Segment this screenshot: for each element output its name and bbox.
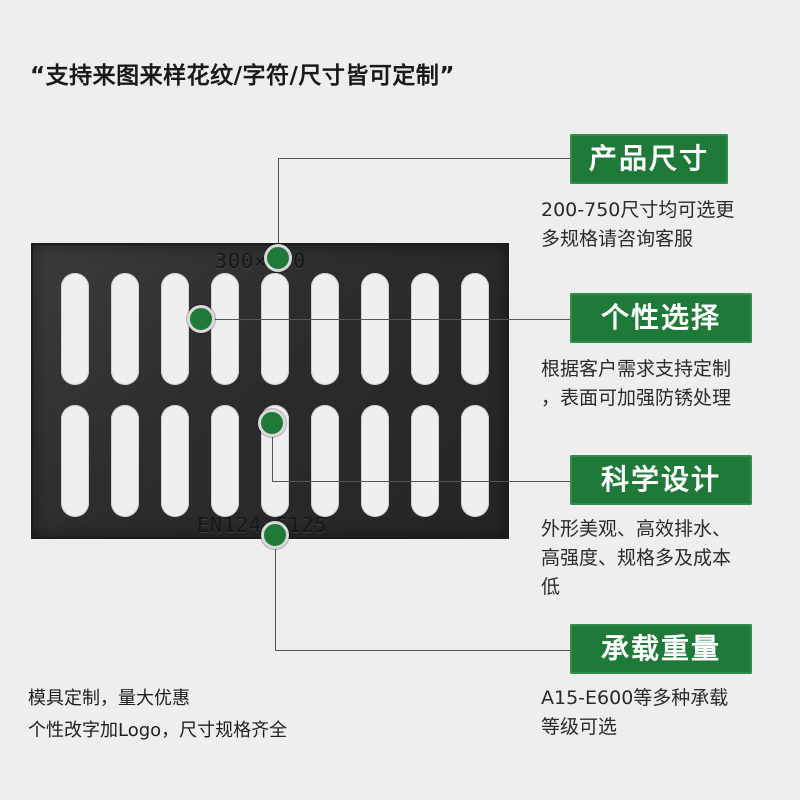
feature-desc-line: 根据客户需求支持定制 [541,358,732,380]
connector-line [272,481,570,482]
connector-line [278,158,570,159]
feature-desc-line: ，表面可加强防锈处理 [541,387,732,409]
feature-badge-design: 科学设计 [570,455,752,505]
feature-desc-line: 低 [541,576,561,598]
footer-note: 模具定制，量大优惠 个性改字加Logo，尺寸规格齐全 [28,683,287,747]
feature-desc-line: 外形美观、高效排水、 [541,518,732,540]
grate-slot [261,273,289,385]
headline: “支持来图来样花纹/字符/尺寸皆可定制” [30,63,456,89]
footer-line-1: 模具定制，量大优惠 [28,688,190,709]
grate-top-mark: 300×500 [215,249,307,273]
footer-line-2: 个性改字加Logo，尺寸规格齐全 [28,720,288,741]
feature-desc-line: A15-E600等多种承载 [541,687,729,709]
feature-desc-line: 多规格请咨询客服 [541,228,694,250]
grate-slot [311,273,339,385]
connector-line [201,319,570,320]
grate-slot [211,405,239,517]
connector-line [275,650,570,651]
feature-desc-load: A15-E600等多种承载 等级可选 [541,684,728,742]
grate-slot [161,405,189,517]
feature-desc-line: 等级可选 [541,716,618,738]
marker-dot-load [261,521,289,549]
grate-slot [61,405,89,517]
connector-line [275,535,276,650]
drain-grate-image: 300×500 EN124 C125 [31,243,509,539]
grate-slot [161,273,189,385]
grate-slot [61,273,89,385]
grate-slot [211,273,239,385]
marker-dot-design [258,409,286,437]
feature-desc-line: 高强度、规格多及成本 [541,547,732,569]
grate-slot [361,273,389,385]
grate-slot [111,405,139,517]
grate-slot [411,273,439,385]
feature-desc-size: 200-750尺寸均可选更 多规格请咨询客服 [541,196,734,254]
marker-dot-size [264,244,292,272]
feature-badge-custom: 个性选择 [570,293,752,343]
grate-slot [361,405,389,517]
feature-desc-custom: 根据客户需求支持定制 ，表面可加强防锈处理 [541,355,731,413]
feature-badge-size: 产品尺寸 [570,134,728,184]
grate-slot [461,405,489,517]
grate-slot [411,405,439,517]
feature-desc-line: 200-750尺寸均可选更 [541,199,735,221]
feature-badge-load: 承载重量 [570,624,752,674]
connector-line [278,158,279,258]
feature-desc-design: 外形美观、高效排水、 高强度、规格多及成本 低 [541,515,731,602]
grate-slot [111,273,139,385]
marker-dot-custom [187,305,215,333]
connector-line [272,425,273,481]
grate-slot [311,405,339,517]
grate-slot [461,273,489,385]
